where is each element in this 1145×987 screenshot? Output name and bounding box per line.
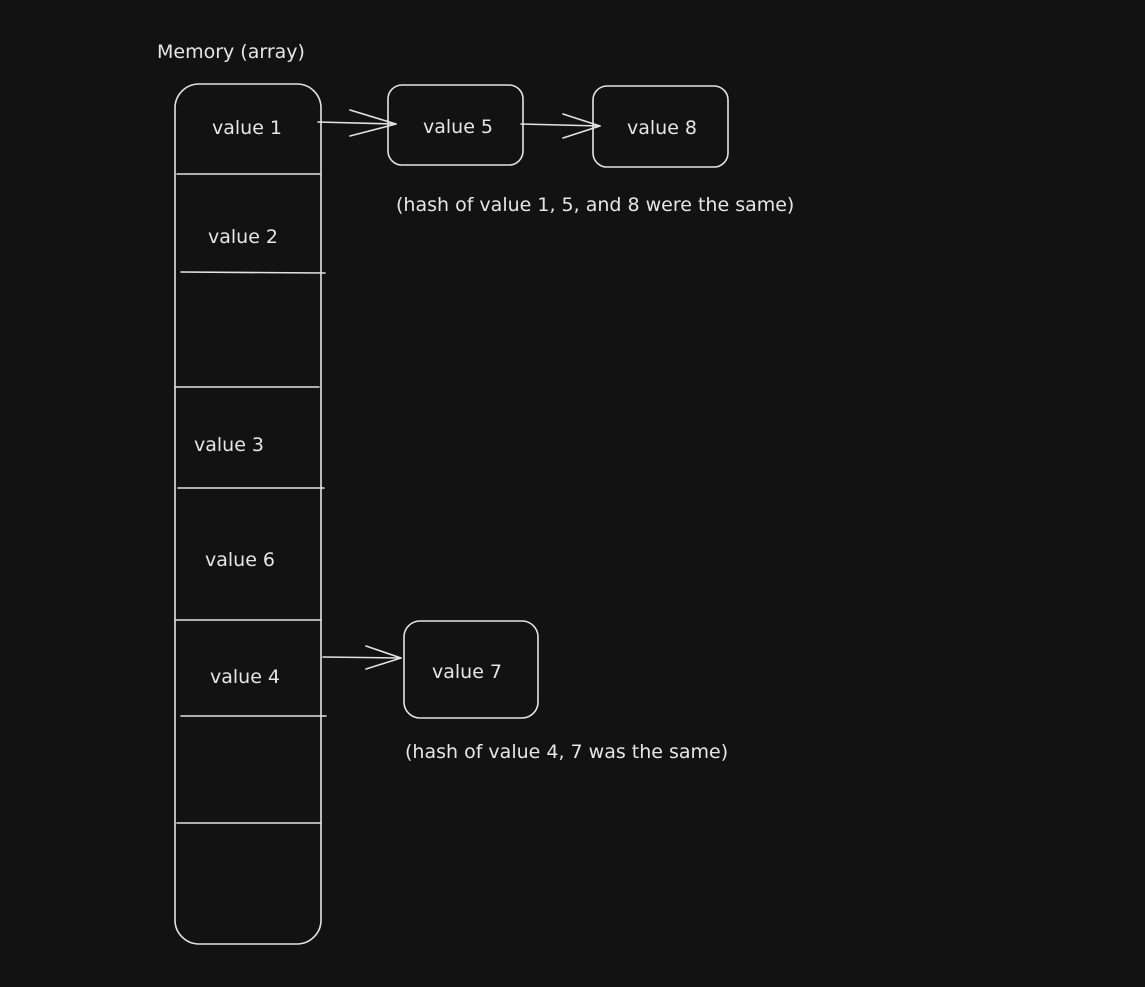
node-box [403, 620, 539, 719]
slot-label: value 1 [212, 117, 282, 139]
node-label: value 7 [432, 661, 502, 683]
memory-title: Memory (array) [157, 41, 305, 63]
memory-array [174, 83, 322, 945]
arrow [322, 645, 402, 670]
arrow [520, 113, 601, 139]
note-chain-2: (hash of value 4, 7 was the same) [405, 741, 728, 763]
slot-label: value 3 [194, 434, 264, 456]
slot-dividers [174, 173, 327, 824]
node-label: value 8 [627, 117, 697, 139]
slot-label: value 4 [210, 666, 280, 688]
node-box [592, 85, 729, 168]
slot-label: value 6 [205, 549, 275, 571]
note-chain-1: (hash of value 1, 5, and 8 were the same… [396, 194, 794, 216]
arrow [317, 109, 397, 137]
slot-label: value 2 [208, 226, 278, 248]
node-box [387, 84, 524, 166]
node-label: value 5 [423, 116, 493, 138]
